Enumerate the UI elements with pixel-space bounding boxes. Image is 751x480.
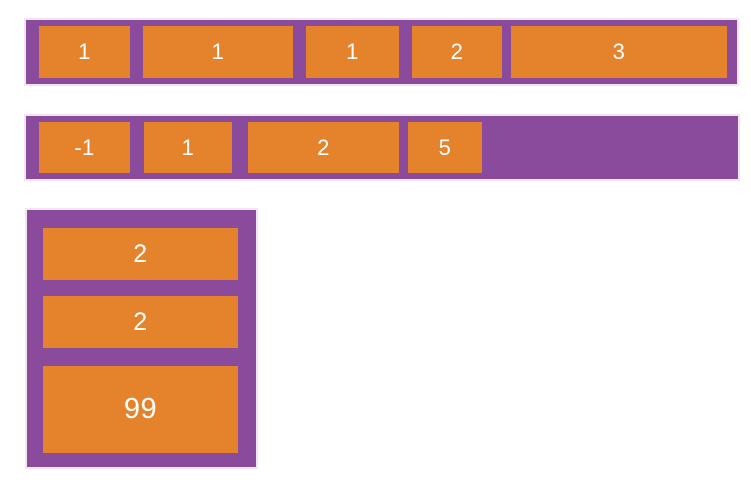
flex-item-1-5: 3 (511, 26, 727, 78)
flex-item-3-3: 99 (43, 366, 238, 453)
flex-item-1-2: 1 (143, 26, 293, 78)
flex-container-column: 2 2 99 (27, 210, 256, 467)
flex-item-2-1: -1 (39, 122, 130, 173)
flex-item-1-1: 1 (39, 26, 130, 78)
flex-container-row-2: -1 1 2 5 (26, 116, 738, 179)
flex-item-2-3: 2 (248, 122, 399, 173)
flex-container-row-1: 1 1 1 2 3 (26, 20, 737, 84)
flex-item-1-4: 2 (412, 26, 502, 78)
flex-item-2-4: 5 (408, 122, 482, 173)
flex-item-1-3: 1 (306, 26, 399, 78)
flex-item-3-2: 2 (43, 296, 238, 348)
flex-item-3-1: 2 (43, 228, 238, 280)
flex-item-2-2: 1 (144, 122, 232, 173)
